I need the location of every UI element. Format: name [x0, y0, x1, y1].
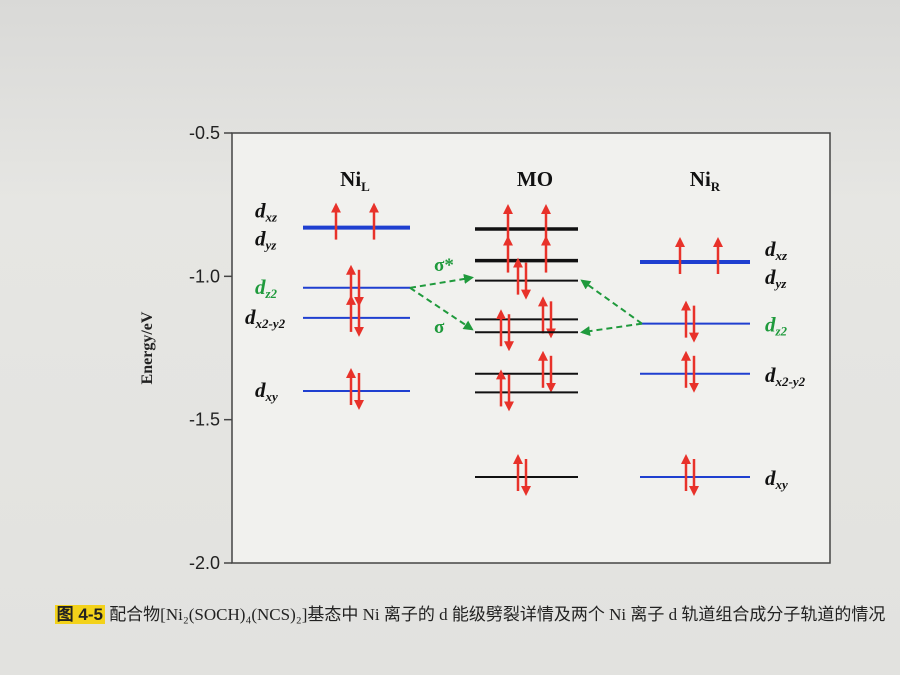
y-tick-label: -0.5 — [189, 123, 220, 143]
figure-caption: 图 4-5 配合物[Ni₂(SOCH)₄(NCS)₂]基态中 Ni 离子的 d … — [40, 602, 900, 628]
mo-correlation-arrow — [580, 322, 643, 337]
y-tick-label: -1.5 — [189, 410, 220, 430]
mo-correlation-arrow — [409, 273, 474, 289]
energy-level-figure: -0.5-1.0-1.5-2.0Energy/eVNiLdxzdyzdz2dx2… — [139, 123, 831, 573]
mo-correlation-arrow — [409, 286, 474, 331]
y-tick-label: -1.0 — [189, 266, 220, 286]
sigma-star-label: σ* — [434, 255, 454, 276]
sigma-label: σ — [434, 317, 445, 338]
column-title-1: MO — [517, 167, 553, 191]
figure-number: 图 4-5 — [54, 605, 105, 624]
plot-frame — [231, 132, 831, 564]
y-tick-label: -2.0 — [189, 553, 220, 573]
y-axis-label: Energy/eV — [139, 311, 156, 384]
mo-correlation-arrow — [580, 279, 643, 325]
caption-text: 配合物[Ni₂(SOCH)₄(NCS)₂]基态中 Ni 离子的 d 能级劈裂详情… — [109, 605, 886, 624]
